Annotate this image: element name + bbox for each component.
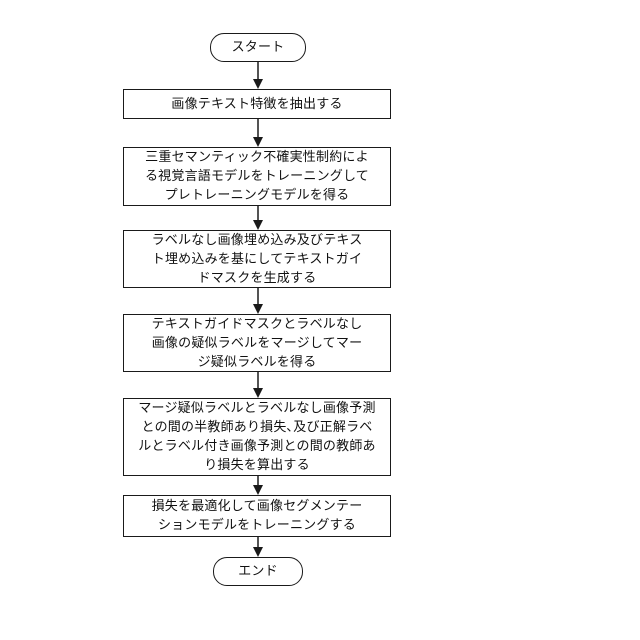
step-pretrain-model: 三重セマンティック不確実性制約によ る視覚言語モデルをトレーニングして プレトレ… [123, 147, 391, 206]
step-train-segmentation-model-text: 損失を最適化して画像セグメンテー ションモデルをトレーニングする [152, 497, 363, 535]
start-terminal: スタート [210, 33, 306, 62]
step-generate-text-guided-mask-text: ラベルなし画像埋め込み及びテキス ト埋め込みを基にしてテキストガイ ドマスクを生… [152, 231, 363, 288]
step-pretrain-model-text: 三重セマンティック不確実性制約によ る視覚言語モデルをトレーニングして プレトレ… [145, 148, 369, 205]
step-extract-features: 画像テキスト特徴を抽出する [123, 89, 391, 119]
step-generate-text-guided-mask: ラベルなし画像埋め込み及びテキス ト埋め込みを基にしてテキストガイ ドマスクを生… [123, 230, 391, 288]
step-merge-pseudo-labels: テキストガイドマスクとラベルなし 画像の疑似ラベルをマージしてマー ジ疑似ラベル… [123, 314, 391, 372]
step-merge-pseudo-labels-text: テキストガイドマスクとラベルなし 画像の疑似ラベルをマージしてマー ジ疑似ラベル… [152, 315, 363, 372]
end-label: エンド [238, 562, 278, 581]
end-terminal: エンド [213, 557, 303, 586]
step-compute-losses: マージ疑似ラベルとラベルなし画像予測 との間の半教師あり損失､及び正解ラベ ルと… [123, 398, 391, 476]
step-extract-features-text: 画像テキスト特徴を抽出する [171, 95, 342, 114]
step-compute-losses-text: マージ疑似ラベルとラベルなし画像予測 との間の半教師あり損失､及び正解ラベ ルと… [138, 399, 375, 475]
step-train-segmentation-model: 損失を最適化して画像セグメンテー ションモデルをトレーニングする [123, 495, 391, 537]
start-label: スタート [232, 38, 285, 57]
